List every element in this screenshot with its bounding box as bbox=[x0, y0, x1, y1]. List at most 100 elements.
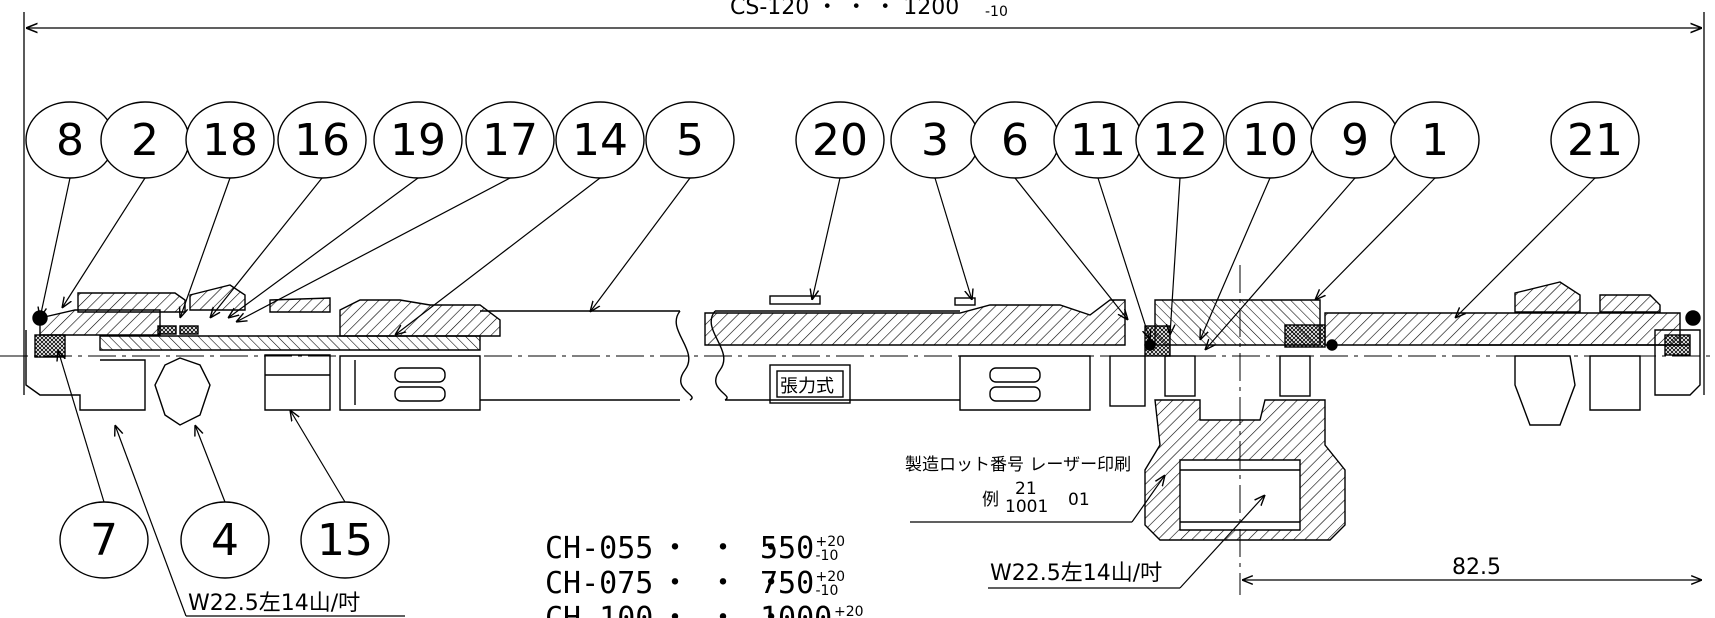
callout-top-1: 1 bbox=[1315, 101, 1480, 300]
dimension-82-5-label: 82.5 bbox=[1452, 555, 1501, 580]
callout-top-number: 11 bbox=[1070, 115, 1126, 166]
callout-top-number: 16 bbox=[294, 115, 350, 166]
callout-top-circle bbox=[1390, 101, 1480, 179]
spec-model: CH-075 bbox=[545, 566, 653, 601]
spec-tol-upper: +20 bbox=[816, 569, 846, 585]
callout-top-leader bbox=[62, 177, 146, 308]
callout-top-number: 3 bbox=[921, 115, 949, 166]
callout-top-leader bbox=[1097, 177, 1150, 340]
spec-dots: ・ ・ ・ bbox=[660, 566, 786, 601]
callout-top-19: 19 bbox=[228, 101, 463, 318]
right-hose-end bbox=[704, 281, 1701, 541]
spec-tol-upper: +20 bbox=[834, 604, 864, 618]
lot-note-example-top: 21 bbox=[1015, 479, 1037, 499]
callout-top-number: 8 bbox=[56, 115, 84, 166]
callout-top-3: 3 bbox=[890, 101, 980, 300]
callout-bottom-4: 4 bbox=[180, 425, 270, 579]
callout-bottom-7: 7 bbox=[58, 350, 149, 579]
callout-top-number: 12 bbox=[1152, 115, 1208, 166]
callout-top-leader bbox=[812, 177, 841, 300]
spec-tol-upper: +20 bbox=[816, 534, 846, 550]
lot-note-example-right: 01 bbox=[1068, 490, 1090, 510]
callout-top-12: 12 bbox=[1135, 101, 1225, 335]
overall-dimension-label: CS-120 ・ ・ ・ 1200 bbox=[730, 0, 959, 20]
callout-top-leader bbox=[1315, 177, 1436, 300]
lot-note-leader bbox=[910, 475, 1165, 523]
callout-bottom-leader bbox=[290, 410, 346, 503]
callout-top-number: 1 bbox=[1421, 115, 1449, 166]
callout-top-leader bbox=[1170, 177, 1181, 335]
callout-top-leader bbox=[1200, 177, 1271, 340]
callout-top-leader bbox=[1205, 177, 1356, 350]
callout-top-10: 10 bbox=[1200, 101, 1315, 340]
callout-top-leader bbox=[395, 177, 601, 335]
callout-top-circle bbox=[555, 101, 645, 179]
callout-top-number: 9 bbox=[1341, 115, 1369, 166]
callout-top-circle bbox=[373, 101, 463, 179]
callout-top-number: 2 bbox=[131, 115, 159, 166]
callout-top-leader bbox=[590, 177, 691, 312]
callout-top-number: 5 bbox=[676, 115, 704, 166]
callout-bottom-15: 15 bbox=[290, 410, 390, 579]
callout-bottom-leader bbox=[58, 350, 105, 503]
callout-top-leader bbox=[934, 177, 972, 300]
spec-tol-lower: -10 bbox=[816, 583, 839, 599]
spec-length: 750 bbox=[760, 566, 814, 601]
lot-note-title: 製造ロット番号 レーザー印刷 bbox=[905, 455, 1131, 475]
callout-top-number: 18 bbox=[202, 115, 258, 166]
overall-dimension-tol-lower: -10 bbox=[985, 4, 1008, 20]
callout-top-17: 17 bbox=[236, 101, 555, 322]
callout-top-leader bbox=[228, 177, 419, 318]
callout-bottom-number: 15 bbox=[317, 515, 373, 566]
callout-top-16: 16 bbox=[210, 101, 367, 318]
callout-top-number: 10 bbox=[1242, 115, 1298, 166]
callout-top-number: 19 bbox=[390, 115, 446, 166]
callout-top-circle bbox=[645, 101, 735, 179]
callout-top-leader bbox=[1455, 177, 1596, 318]
thread-left-label: W22.5左14山/吋 bbox=[188, 591, 360, 616]
spec-dots: ・ ・ ・ bbox=[660, 601, 786, 618]
callout-bottom-number: 7 bbox=[90, 515, 118, 566]
callout-top-circle bbox=[185, 101, 275, 179]
callout-top-number: 21 bbox=[1567, 115, 1623, 166]
callout-top-circle bbox=[277, 101, 367, 179]
callout-top-number: 20 bbox=[812, 115, 868, 166]
spec-model: CH-055 bbox=[545, 531, 653, 566]
callout-top-circle bbox=[795, 101, 885, 179]
callout-bottom-number: 4 bbox=[211, 515, 239, 566]
thread-left-leader bbox=[115, 425, 405, 617]
callout-top-circle bbox=[465, 101, 555, 179]
callout-top-8: 8 bbox=[25, 101, 115, 318]
overall-dimension bbox=[23, 12, 1705, 395]
callout-top-leader bbox=[236, 177, 511, 322]
spec-tol-lower: -10 bbox=[816, 548, 839, 564]
callout-top-leader bbox=[1014, 177, 1128, 320]
callout-top-number: 17 bbox=[482, 115, 538, 166]
callout-top-circle bbox=[1135, 101, 1225, 179]
callout-bottom-circle bbox=[180, 501, 270, 579]
callout-top-leader bbox=[40, 177, 71, 318]
callout-top-11: 11 bbox=[1053, 101, 1150, 340]
callout-top-14: 14 bbox=[395, 101, 645, 335]
lot-note-example-bottom: 1001 bbox=[1005, 497, 1048, 517]
callouts-bottom: 7 4 15 bbox=[58, 350, 390, 579]
callout-top-18: 18 bbox=[180, 101, 275, 318]
thread-right-label: W22.5左14山/吋 bbox=[990, 561, 1162, 586]
callout-top-leader bbox=[180, 177, 231, 318]
callout-top-number: 14 bbox=[572, 115, 628, 166]
callout-top-20: 20 bbox=[795, 101, 885, 300]
callout-top-21: 21 bbox=[1455, 101, 1640, 318]
callout-bottom-circle bbox=[300, 501, 390, 579]
callout-top-number: 6 bbox=[1001, 115, 1029, 166]
callout-top-circle bbox=[1550, 101, 1640, 179]
spec-length: 550 bbox=[760, 531, 814, 566]
lot-note-example-label: 例 bbox=[982, 490, 999, 510]
hose-body bbox=[480, 310, 960, 401]
callout-top-5: 5 bbox=[590, 101, 735, 312]
spec-length: 1000 bbox=[760, 601, 832, 618]
spec-model: CH-100 bbox=[545, 601, 653, 618]
callout-bottom-circle bbox=[59, 501, 149, 579]
